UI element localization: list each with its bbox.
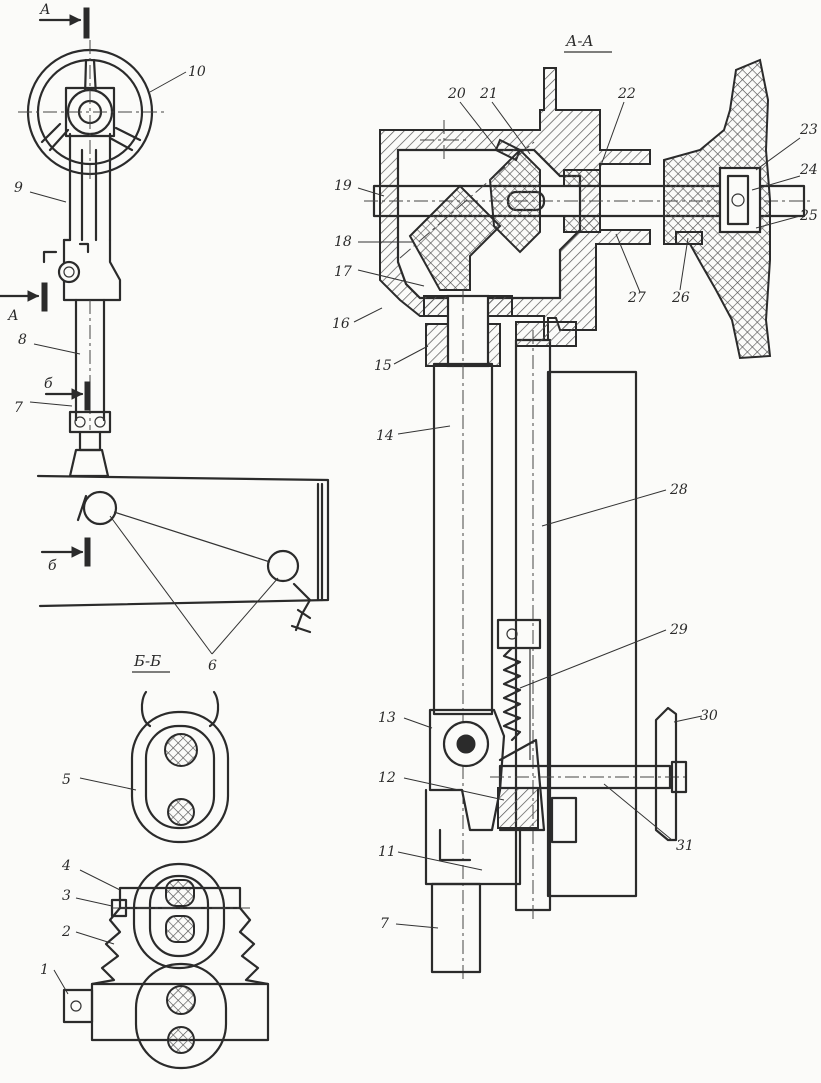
callout-20: 20 xyxy=(447,86,466,102)
cut-label-b-upper: б xyxy=(44,376,53,392)
callout-5: 5 xyxy=(62,772,71,788)
handwheel-10 xyxy=(18,40,168,180)
callout-17: 17 xyxy=(334,264,352,280)
section-aa-title: А-А xyxy=(565,32,594,50)
cut-label-a-top: А xyxy=(39,2,51,18)
callout-6: 6 xyxy=(208,658,217,674)
callout-10: 10 xyxy=(188,64,206,80)
section-aa-view: А-А xyxy=(364,32,810,980)
callout-labels: 10 9 8 7 6 5 4 3 2 1 19 18 17 16 15 14 2… xyxy=(14,64,818,978)
chain-section-bb: Б-Б xyxy=(62,652,270,1070)
callout-26: 26 xyxy=(671,290,690,306)
callout-4: 4 xyxy=(61,858,71,874)
callout-8: 8 xyxy=(18,332,27,348)
cut-mark-a-top: А xyxy=(38,2,90,39)
callout-16: 16 xyxy=(332,316,350,332)
callout-2: 2 xyxy=(61,924,71,940)
callout-1: 1 xyxy=(40,962,49,978)
callout-9: 9 xyxy=(14,180,23,196)
callout-27: 27 xyxy=(627,290,646,306)
section-bb-title: Б-Б xyxy=(133,652,161,670)
callout-12: 12 xyxy=(378,770,396,786)
callout-11: 11 xyxy=(378,844,396,860)
callout-31: 31 xyxy=(676,838,694,854)
callout-25: 25 xyxy=(799,208,818,224)
callout-15: 15 xyxy=(374,358,392,374)
callout-29: 29 xyxy=(669,622,688,638)
callout-18: 18 xyxy=(334,234,352,250)
callout-24: 24 xyxy=(799,162,818,178)
cut-mark-b-upper: б xyxy=(44,376,91,411)
callout-13: 13 xyxy=(378,710,396,726)
callout-3: 3 xyxy=(62,888,71,904)
cut-label-b-lower: б xyxy=(48,558,57,574)
callout-21: 21 xyxy=(479,86,498,102)
cut-label-a-side: А xyxy=(7,308,19,324)
column-9 xyxy=(42,132,122,302)
callout-28: 28 xyxy=(669,482,688,498)
callout-22: 22 xyxy=(617,86,636,102)
callout-14: 14 xyxy=(376,428,394,444)
callout-7-right: 7 xyxy=(380,916,389,932)
cut-mark-b-lower: б xyxy=(40,537,91,574)
callout-23: 23 xyxy=(799,122,818,138)
callout-19: 19 xyxy=(334,178,352,194)
beam-with-chain-6 xyxy=(36,474,330,634)
callout-7-left: 7 xyxy=(14,400,23,416)
handwheel-assembly-view: А А xyxy=(0,2,330,634)
leader-lines xyxy=(29,71,801,995)
cut-mark-a-side: А xyxy=(0,282,48,324)
callout-30: 30 xyxy=(700,708,718,724)
